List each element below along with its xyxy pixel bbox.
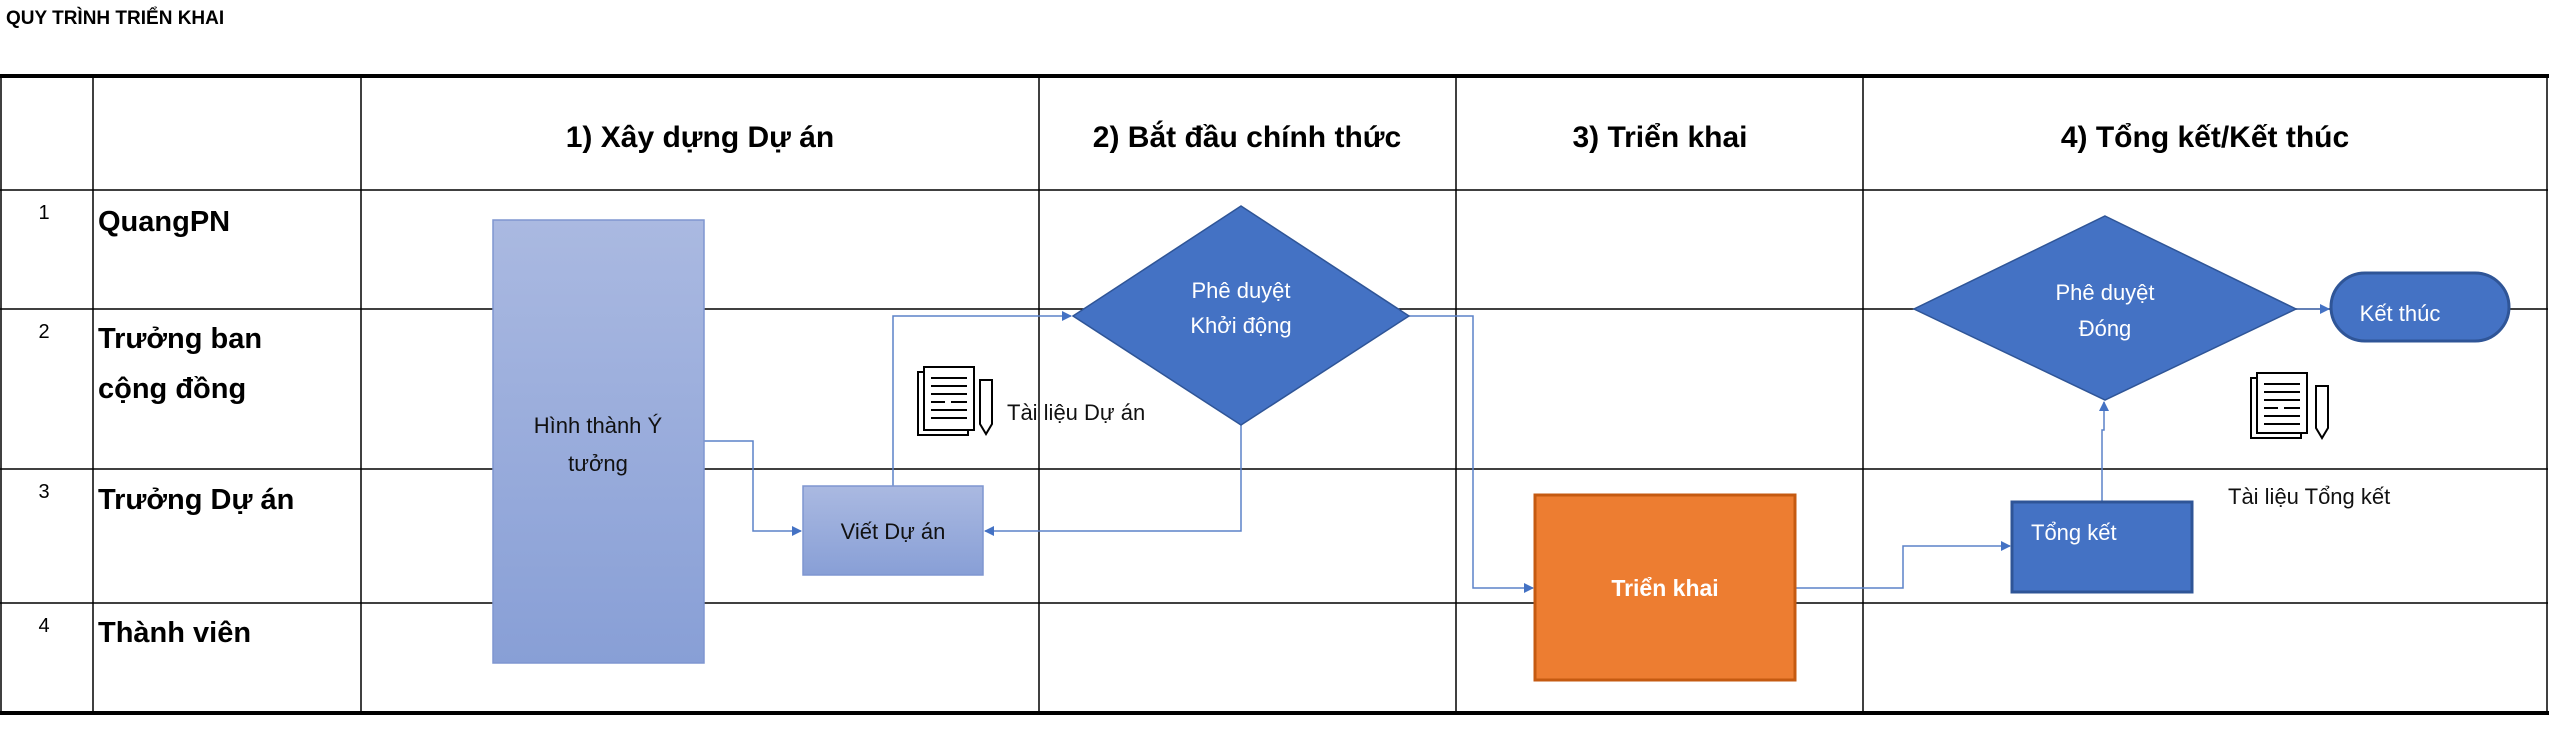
phase-header-4: 4) Tổng kết/Kết thúc [2061, 121, 2349, 154]
phase-header-3: 3) Triển khai [1572, 121, 1747, 154]
write-project-label: Viết Dự án [841, 519, 946, 544]
deploy-label: Triển khai [1611, 575, 1718, 601]
idea-label: tưởng [568, 451, 628, 476]
summary-label: Tổng kết [2031, 520, 2117, 545]
document-icon [917, 366, 993, 436]
idea-label: Hình thành Ý [534, 413, 663, 438]
deploy-process-box[interactable]: Triển khai [1533, 493, 1797, 682]
idea-process-box[interactable]: Hình thành Ý tưởng [492, 219, 705, 664]
document-icon [2250, 372, 2329, 440]
connector-write-to-approve [892, 311, 1072, 486]
summary-process-box[interactable]: Tổng kết [2010, 500, 2194, 594]
approve-close-label: Phê duyệt [2055, 280, 2154, 305]
approve-start-label: Phê duyệt [1191, 278, 1290, 303]
approve-start-decision[interactable]: Phê duyệt Khởi động [1071, 205, 1411, 426]
grid [0, 74, 2549, 715]
write-project-box[interactable]: Viết Dự án [802, 485, 984, 576]
lane-label: QuangPN [98, 206, 230, 238]
phase-header-1: 1) Xây dựng Dự án [566, 121, 835, 154]
approve-close-decision[interactable]: Phê duyệt Đóng [1912, 215, 2298, 401]
lane-number: 2 [38, 321, 49, 343]
approve-close-label: Đóng [2079, 316, 2132, 341]
end-terminator[interactable]: Kết thúc [2329, 271, 2511, 343]
lane-number: 1 [38, 202, 49, 224]
doc-summary-label: Tài liệu Tổng kết [2228, 484, 2390, 509]
lane-number: 4 [38, 615, 49, 637]
end-label: Kết thúc [2360, 301, 2441, 326]
connector-idea-to-write [704, 440, 802, 536]
lane-label: cộng đồng [98, 373, 246, 405]
doc-project-label: Tài liệu Dự án [1007, 400, 1145, 425]
connector-deploy-to-summary [1795, 541, 2011, 589]
phase-header-2: 2) Bắt đầu chính thức [1093, 120, 1401, 154]
connector-summary-to-approve-close [2099, 401, 2109, 502]
connector-approve-to-write [984, 425, 1242, 536]
lane-number: 3 [38, 481, 49, 503]
lane-label: Trưởng ban [98, 323, 262, 355]
diagram-title: QUY TRÌNH TRIỂN KHAI [6, 8, 225, 29]
approve-start-label: Khởi động [1190, 313, 1291, 338]
lane-label: Thành viên [98, 617, 251, 649]
connector-approve-to-deploy [1409, 315, 1534, 593]
lane-label: Trưởng Dự án [98, 484, 294, 516]
